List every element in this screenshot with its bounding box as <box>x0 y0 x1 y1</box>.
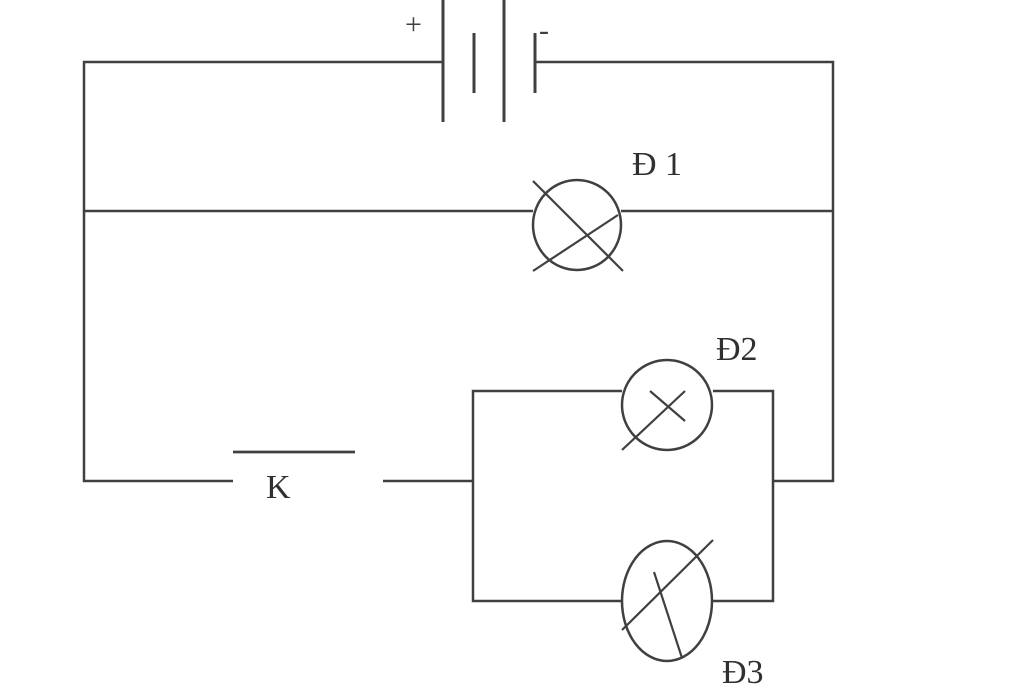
wire-parallel-left <box>471 389 622 603</box>
lamp-d1-cross-2 <box>532 214 619 272</box>
wire-top-left <box>82 60 443 483</box>
battery: + - <box>405 0 549 122</box>
lamp-d3-label: Đ3 <box>722 654 764 691</box>
lamp-d2-bulb <box>620 358 714 452</box>
lamp-d2 <box>620 358 714 452</box>
lamp-d3-cross-2 <box>621 539 714 631</box>
lamp-d1 <box>531 178 624 272</box>
lamp-d3 <box>620 539 714 663</box>
lamp-d3-bulb <box>620 539 714 663</box>
lamp-d2-label: Đ2 <box>716 331 758 368</box>
lamp-d1-bulb <box>531 178 623 272</box>
lamp-d1-label: Đ 1 <box>632 146 682 183</box>
wire-parallel-right <box>713 389 775 603</box>
battery-negative-sign: - <box>539 14 549 47</box>
battery-positive-sign: + <box>405 8 422 41</box>
switch-k <box>233 450 473 483</box>
lamp-d1-cross-1 <box>532 180 624 272</box>
lamp-d3-cross-1 <box>652 571 684 659</box>
lamp-d2-cross-2 <box>621 390 686 451</box>
wire-top-right <box>535 60 835 483</box>
switch-label: K <box>266 469 291 506</box>
